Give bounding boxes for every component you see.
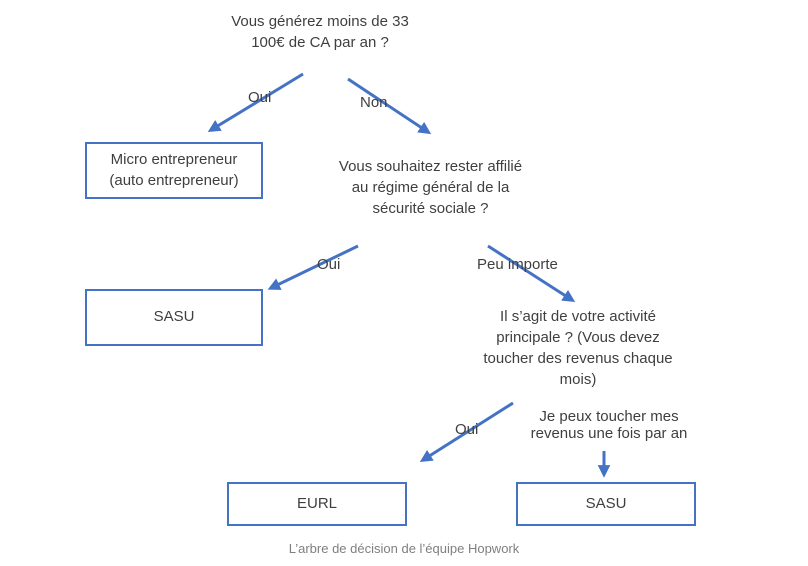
- edge-label-non: Non: [360, 94, 388, 111]
- question-revenue-threshold: Vous générez moins de 33 100€ de CA par …: [231, 13, 409, 51]
- edge-label-peu-importe: Peu importe: [477, 256, 558, 273]
- question-regime-general: Vous souhaitez rester affilié au régime …: [338, 158, 523, 217]
- edge-q2-peu-importe-arrow: [487, 244, 576, 303]
- edge-label-une-fois-par-an: Je peux toucher mes revenus une fois par…: [530, 408, 688, 442]
- edge-label-oui-2: Oui: [317, 256, 341, 273]
- edge-q2-oui-arrow: [267, 244, 359, 290]
- result-box-sasu-1: SASU: [85, 289, 263, 346]
- result-box-micro-entrepreneur: Micro entrepreneur (auto entrepreneur): [85, 142, 263, 199]
- edge-label-oui-1: Oui: [248, 89, 272, 106]
- result-box-eurl: EURL: [227, 482, 407, 526]
- edge-label-oui-3: Oui: [455, 421, 479, 438]
- result-box-sasu-2: SASU: [516, 482, 696, 526]
- diagram-caption: L’arbre de décision de l’équipe Hopwork: [288, 541, 520, 556]
- question-activite-principale: Il s’agit de votre activité principale ?…: [483, 308, 673, 388]
